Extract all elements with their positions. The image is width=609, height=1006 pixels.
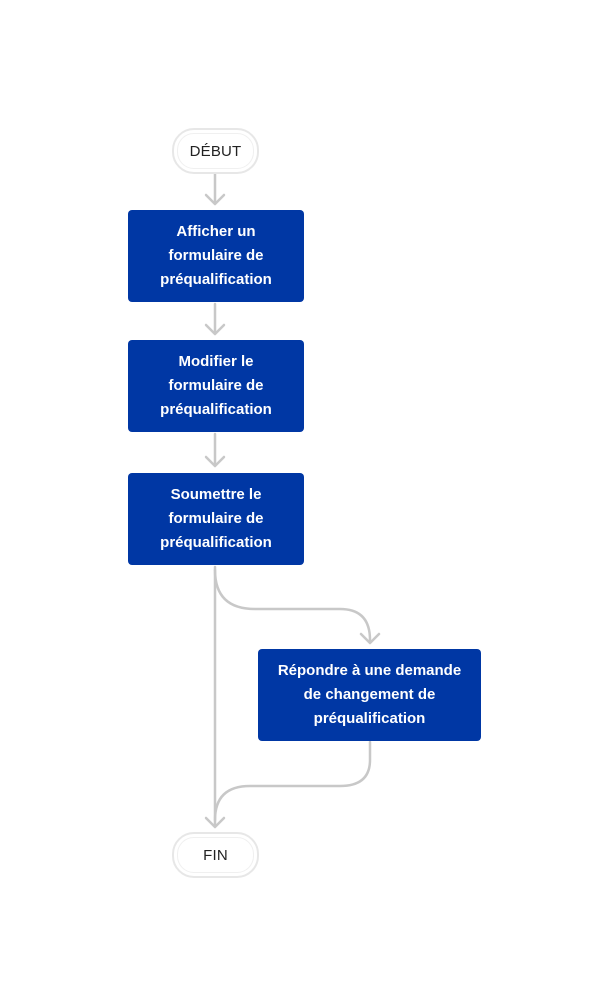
end-label: FIN bbox=[203, 846, 228, 864]
connector-optional-merge bbox=[213, 740, 372, 822]
arrowhead-step3 bbox=[204, 455, 226, 468]
step-edit-form: Modifier le formulaire de préqualificati… bbox=[128, 340, 304, 432]
step-respond-change-request-label: Répondre à une demande de changement de … bbox=[277, 662, 462, 727]
end-node: FIN bbox=[172, 832, 259, 878]
step-display-form: Afficher un formulaire de préqualificati… bbox=[128, 210, 304, 302]
arrowhead-end bbox=[204, 816, 226, 829]
step-submit-form: Soumettre le formulaire de préqualificat… bbox=[128, 473, 304, 565]
arrowhead-step2 bbox=[204, 323, 226, 336]
start-node: DÉBUT bbox=[172, 128, 259, 174]
arrowhead-step1 bbox=[204, 193, 226, 206]
step-display-form-label: Afficher un formulaire de préqualificati… bbox=[160, 223, 272, 288]
step-respond-change-request: Répondre à une demande de changement de … bbox=[258, 649, 481, 741]
step-edit-form-label: Modifier le formulaire de préqualificati… bbox=[160, 353, 272, 418]
step-submit-form-label: Soumettre le formulaire de préqualificat… bbox=[160, 486, 272, 551]
arrowhead-optional bbox=[359, 632, 381, 645]
start-label: DÉBUT bbox=[189, 142, 242, 160]
connector-branch-optional bbox=[213, 568, 372, 644]
